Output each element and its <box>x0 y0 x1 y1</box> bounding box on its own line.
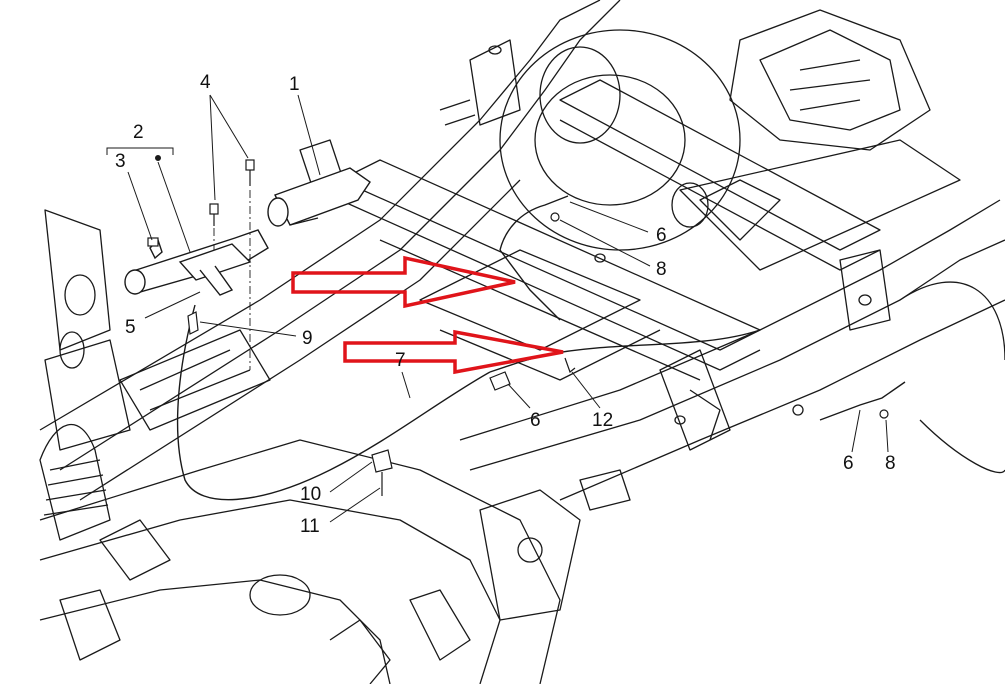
leader-lines <box>106 94 889 523</box>
callout-8a: 8 <box>656 259 667 280</box>
brake-cables <box>176 195 906 501</box>
callout-12: 12 <box>592 410 613 431</box>
callout-6b: 6 <box>530 410 541 431</box>
callout-labels: 1 2 3 4 5 6 6 6 7 8 8 9 10 11 12 <box>115 72 896 537</box>
callout-1: 1 <box>289 74 300 95</box>
parking-brake-lever <box>124 229 269 296</box>
callout-6c: 6 <box>843 453 854 474</box>
callout-5: 5 <box>125 317 136 338</box>
callout-7: 7 <box>395 350 406 371</box>
red-arrow-upper <box>291 255 516 309</box>
console-cover <box>267 167 371 227</box>
bolts <box>209 159 255 226</box>
highlight-arrows <box>291 255 564 375</box>
assembly-guide-lines <box>213 190 251 370</box>
callout-3: 3 <box>115 151 126 172</box>
callout-4: 4 <box>200 72 211 93</box>
callout-6a: 6 <box>656 225 667 246</box>
red-arrow-lower <box>343 329 564 375</box>
callout-8b: 8 <box>885 453 896 474</box>
callout-10: 10 <box>300 484 321 505</box>
callout-9: 9 <box>302 328 313 349</box>
callout-11: 11 <box>300 516 320 537</box>
callout-2: 2 <box>133 122 144 143</box>
clips-and-nuts <box>147 212 889 496</box>
